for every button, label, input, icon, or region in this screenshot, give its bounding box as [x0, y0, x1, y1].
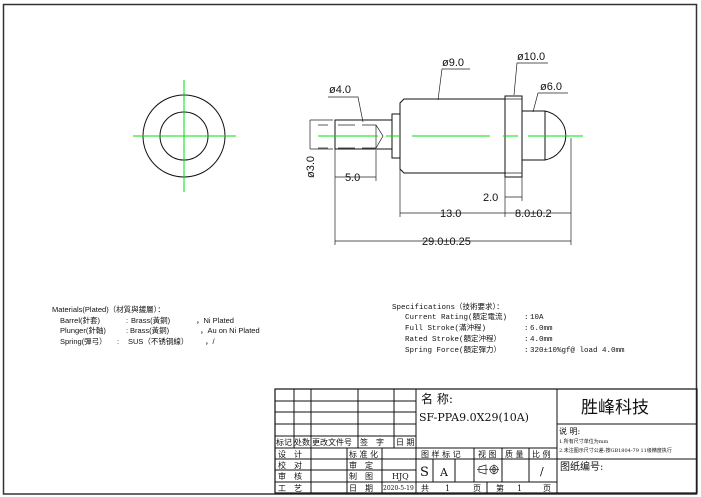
dim-l8: 8.0±0.2	[515, 208, 552, 220]
pattern-mark-header: 图 样 标 记	[421, 449, 461, 459]
scale-header: 比 例	[532, 449, 551, 459]
colon: :	[117, 337, 119, 346]
scale-value: /	[540, 465, 544, 478]
rev-header: 更改文件号	[312, 437, 352, 447]
material-value: Brass(黃銅)	[131, 315, 171, 325]
svg-text::: :	[524, 325, 529, 333]
rev-header: 标记	[276, 437, 292, 447]
material-part: Spring(彈弓）	[60, 337, 107, 346]
view-header: 视 图	[478, 449, 497, 459]
side-view: ø4.0 ø9.0 ø10.0 ø6.0 ø3.0 5.0 2.0 13.0 8…	[305, 51, 583, 248]
spec-label: Full Stroke(滿沖程)	[405, 322, 486, 333]
materials-block: Materials(Plated)（材質與鍍層）： Barrel(針套) : B…	[52, 304, 260, 346]
drawn-by: HJQ	[392, 472, 409, 481]
dim-d4: ø4.0	[329, 84, 351, 96]
specifications-block: Specifications（技術要求）： Current Rating(額定電…	[392, 301, 625, 355]
svg-text::: :	[524, 336, 529, 344]
dim-l29: 29.0±0.25	[422, 236, 471, 248]
notes-title: 说 明:	[559, 426, 580, 436]
dim-l13: 13.0	[440, 208, 461, 220]
mark-a: A	[439, 466, 449, 479]
material-value: Brass(黃銅)	[130, 325, 170, 335]
leader-d4	[328, 96, 364, 123]
spec-label: Spring Force(額定彈力）	[405, 344, 501, 355]
spec-value: 6.0mm	[530, 325, 553, 333]
drawing-date: 2020-5-19	[383, 485, 414, 492]
dim-d3: ø3.0	[305, 156, 317, 178]
end-view	[133, 80, 236, 192]
role-label: 标 准 化	[349, 449, 378, 459]
materials-title: Materials(Plated)（材質與鍍層）：	[52, 304, 165, 314]
page-unit: 页	[473, 484, 481, 493]
role-label: 审 定	[349, 460, 373, 470]
weight-header: 质 量	[505, 449, 524, 459]
role-label: 制 图	[349, 471, 373, 481]
sheet-label: 第	[496, 483, 504, 493]
pin-hole-hidden	[318, 124, 384, 149]
material-value: SUS（不锈钢線）	[128, 336, 188, 346]
leader-d9	[437, 68, 470, 101]
sheet-number: 1	[517, 484, 522, 493]
drawing-frame	[2, 3, 698, 495]
svg-text::: :	[524, 314, 529, 322]
title-block: 标记 处数 更改文件号 签 字 日 期 设 计 校 对 审 核 工 艺 标 准 …	[274, 388, 698, 494]
dim-d6: ø6.0	[540, 81, 562, 93]
colon: :	[126, 326, 128, 335]
role-label: 工 艺	[278, 484, 302, 493]
dimension-lines	[309, 120, 571, 242]
spec-value: 10A	[530, 314, 544, 322]
material-part: Barrel(針套)	[60, 315, 101, 325]
role-label: 审 核	[278, 471, 302, 481]
spec-value: 320±10%gf@ load 4.0mm	[530, 347, 625, 355]
spec-label: Current Rating(額定電流)	[405, 311, 507, 322]
dim-l2: 2.0	[483, 192, 498, 204]
leader-d6	[532, 92, 568, 113]
projection-symbol-icon	[477, 464, 499, 475]
role-label: 校 对	[278, 460, 302, 470]
note: 1.所有尺寸单位为mm	[559, 438, 609, 445]
rev-header: 处数	[294, 437, 310, 447]
dim-d9: ø9.0	[442, 57, 464, 69]
leader-d10	[513, 62, 548, 96]
part-name: SF-PPA9.0X29(10A)	[419, 411, 529, 424]
drawing-number-label: 图纸编号:	[560, 460, 603, 473]
specs-title: Specifications（技術要求）：	[392, 301, 504, 312]
note: 2.未注图示尺寸公差:按GB1804-79 11级精度执行	[559, 447, 672, 454]
company-name: 胜峰科技	[581, 398, 649, 418]
dim-d10: ø10.0	[517, 51, 545, 63]
svg-text::: :	[524, 347, 529, 355]
pin-outline	[334, 119, 392, 150]
page-unit: 页	[543, 484, 551, 493]
material-part: Plunger(針軸)	[60, 325, 106, 335]
rev-header: 日 期	[396, 438, 415, 447]
total-label: 共	[421, 484, 429, 493]
role-label: 设 计	[278, 449, 302, 459]
name-label: 名 称:	[421, 391, 453, 406]
material-plating: ，Au on Ni Plated	[200, 326, 260, 335]
colon: :	[126, 316, 128, 325]
dim-l5: 5.0	[345, 172, 360, 184]
material-plating: ，Ni Plated	[196, 316, 234, 325]
total-pages: 1	[445, 484, 450, 493]
material-plating: ，/	[205, 337, 215, 346]
spec-label: Rated Stroke(額定沖程）	[405, 333, 501, 344]
spec-value: 4.0mm	[530, 336, 553, 344]
rev-header: 签 字	[360, 437, 384, 447]
role-label: 日 期	[349, 484, 373, 493]
mark-s: S	[420, 465, 429, 480]
